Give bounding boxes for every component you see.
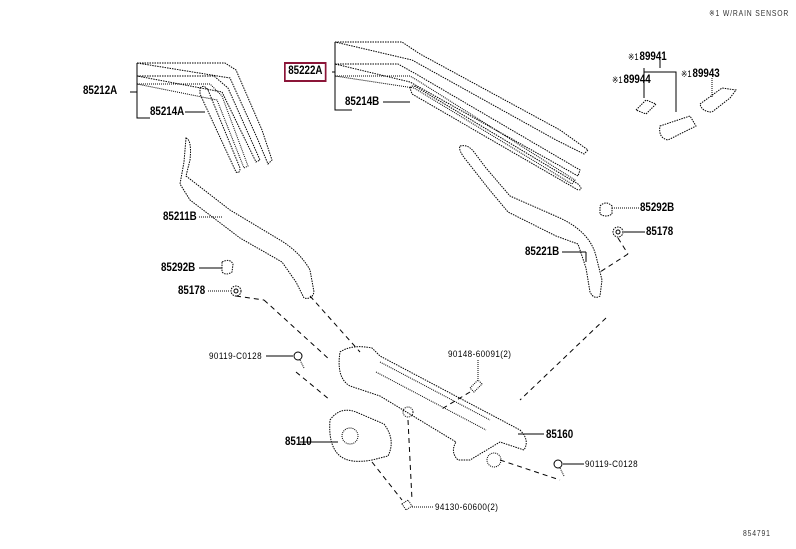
cap-85292B-left[interactable] xyxy=(221,259,234,275)
right-wiper-blade-85222A[interactable] xyxy=(334,41,589,185)
nut-94130[interactable] xyxy=(401,499,413,511)
part-label-89941[interactable]: ※189941 xyxy=(628,51,667,64)
part-label-85178-left[interactable]: 85178 xyxy=(178,285,206,297)
part-label-85110[interactable]: 85110 xyxy=(285,436,312,448)
part-number: 89943 xyxy=(692,68,720,80)
part-label-90119-C0128-right[interactable]: 90119-C0128 xyxy=(585,459,639,470)
nut-85178-right[interactable] xyxy=(612,226,624,238)
part-label-85178-right[interactable]: 85178 xyxy=(646,226,674,238)
rain-sensor-cover-89943[interactable] xyxy=(699,87,737,113)
bolt-90119-right[interactable] xyxy=(553,459,565,477)
reference-code: 854791 xyxy=(743,529,771,538)
rain-sensor-89941[interactable] xyxy=(659,115,697,141)
wiper-link-85160[interactable] xyxy=(338,346,527,468)
ref-mark: ※1 xyxy=(628,52,639,62)
part-label-85160[interactable]: 85160 xyxy=(546,429,574,441)
rain-sensor-pad-89944[interactable] xyxy=(635,99,657,115)
part-label-85292B-left[interactable]: 85292B xyxy=(161,262,196,274)
left-wiper-arm-85211B[interactable] xyxy=(179,137,315,299)
part-label-85214B[interactable]: 85214B xyxy=(345,96,380,108)
wiper-motor-85110[interactable] xyxy=(329,409,392,462)
part-label-89944[interactable]: ※189944 xyxy=(612,74,651,87)
cap-85292B-right[interactable] xyxy=(599,202,613,217)
part-label-85292B-right[interactable]: 85292B xyxy=(640,202,675,214)
part-label-90119-C0128-left[interactable]: 90119-C0128 xyxy=(209,351,263,362)
part-label-85212A[interactable]: 85212A xyxy=(83,85,118,97)
assembly-lines xyxy=(235,237,629,501)
right-wiper-arm-85221B[interactable] xyxy=(459,145,603,298)
part-label-94130-60600[interactable]: 94130-60600(2) xyxy=(435,502,499,513)
right-blade-rubber-85214B[interactable] xyxy=(409,85,582,191)
part-label-85221B[interactable]: 85221B xyxy=(525,246,560,258)
part-label-90148-60091[interactable]: 90148-60091(2) xyxy=(448,349,512,360)
leader-85212A xyxy=(136,63,150,119)
part-label-85222A-highlighted[interactable]: 85222A xyxy=(284,62,327,82)
part-label-89943[interactable]: ※189943 xyxy=(681,68,720,81)
nut-85178-left[interactable] xyxy=(230,285,242,297)
note-rain-sensor: ※1 W/RAIN SENSOR xyxy=(709,9,790,18)
left-blade-rubber-85214A[interactable] xyxy=(199,85,241,173)
bolt-90119-left[interactable] xyxy=(293,351,305,369)
left-wiper-blade-85212A[interactable] xyxy=(136,62,273,169)
part-number: 89944 xyxy=(623,74,651,86)
part-label-85211B[interactable]: 85211B xyxy=(163,211,197,223)
ref-mark: ※1 xyxy=(681,69,692,79)
bolt-90148[interactable] xyxy=(469,379,483,393)
leader-85222A xyxy=(334,42,352,111)
ref-mark: ※1 xyxy=(612,75,623,85)
leader-89941 xyxy=(643,68,677,112)
part-number: 89941 xyxy=(639,51,667,63)
part-label-85214A[interactable]: 85214A xyxy=(150,106,185,118)
